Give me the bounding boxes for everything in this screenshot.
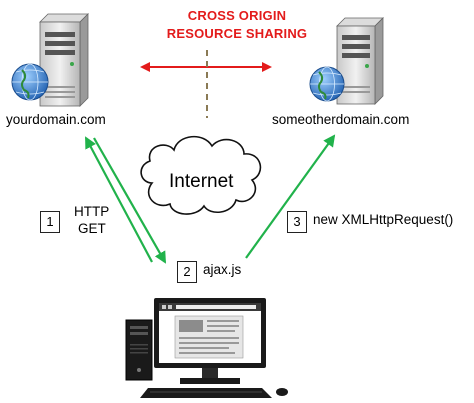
diagram-title-line-1: CROSS ORIGIN bbox=[187, 8, 287, 23]
step-2-label: ajax.js bbox=[203, 262, 242, 277]
left-server-label: yourdomain.com bbox=[6, 112, 106, 127]
client-computer-icon bbox=[125, 298, 288, 398]
right-server-label: someotherdomain.com bbox=[272, 112, 410, 127]
step-3-label: new XMLHttpRequest() bbox=[313, 212, 454, 227]
step-1-label-line-1: HTTP bbox=[74, 204, 110, 219]
http-get-request-arrow bbox=[93, 137, 166, 264]
left-globe-icon bbox=[11, 63, 49, 101]
xmlhttprequest-arrow bbox=[245, 134, 336, 259]
step-1-label-line-2: GET bbox=[78, 221, 106, 236]
internet-label: Internet bbox=[169, 171, 234, 192]
step-1-number-box: 1 bbox=[40, 211, 60, 233]
step-3-number-box: 3 bbox=[287, 211, 307, 233]
internet-cloud-icon bbox=[140, 135, 262, 215]
step-2-number-box: 2 bbox=[177, 261, 197, 283]
http-get-response-arrow bbox=[85, 136, 153, 263]
diagram-title-line-2: RESOURCE SHARING bbox=[166, 26, 308, 41]
left-server-icon bbox=[11, 13, 89, 107]
right-globe-icon bbox=[309, 66, 345, 102]
right-server-icon bbox=[309, 17, 384, 105]
